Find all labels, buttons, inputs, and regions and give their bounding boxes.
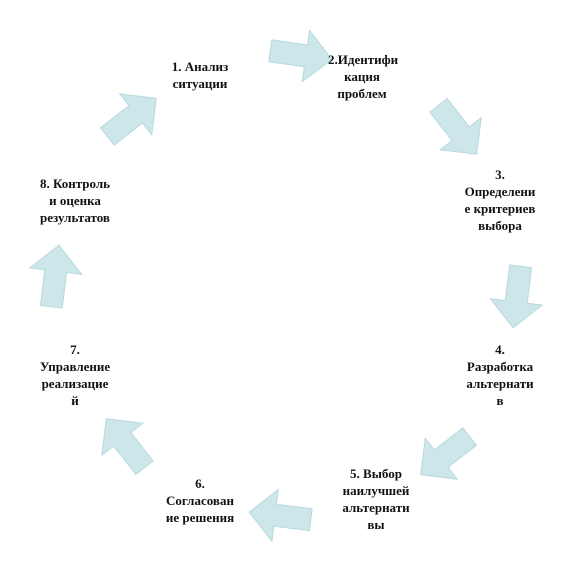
step-5-label: 5. Выбор наилучшей альтернати вы [342, 466, 410, 532]
step-1-label: 1. Анализ ситуации [171, 59, 229, 91]
step-2-label: 2.Идентифи кация проблем [328, 52, 399, 101]
cycle-arrow-2-3 [429, 97, 482, 155]
step-4-label: 4. Разработка альтернати в [466, 342, 534, 408]
step-7-label: 7. Управление реализацие й [39, 342, 111, 408]
cycle-arrow-8-1 [99, 93, 157, 146]
cycle-arrow-6-7 [101, 418, 154, 476]
step-3-label: 3. Определени е критериев выбора [464, 167, 536, 233]
cycle-arrow-1-2 [268, 28, 333, 83]
cycle-arrow-4-5 [420, 427, 478, 480]
cycle-arrow-3-4 [489, 264, 544, 329]
cycle-arrow-7-8 [28, 244, 83, 309]
cycle-arrow-5-6 [248, 488, 313, 543]
step-6-label: 6. Согласован ие решения [165, 476, 235, 525]
step-8-label: 8. Контроль и оценка результатов [39, 176, 111, 225]
